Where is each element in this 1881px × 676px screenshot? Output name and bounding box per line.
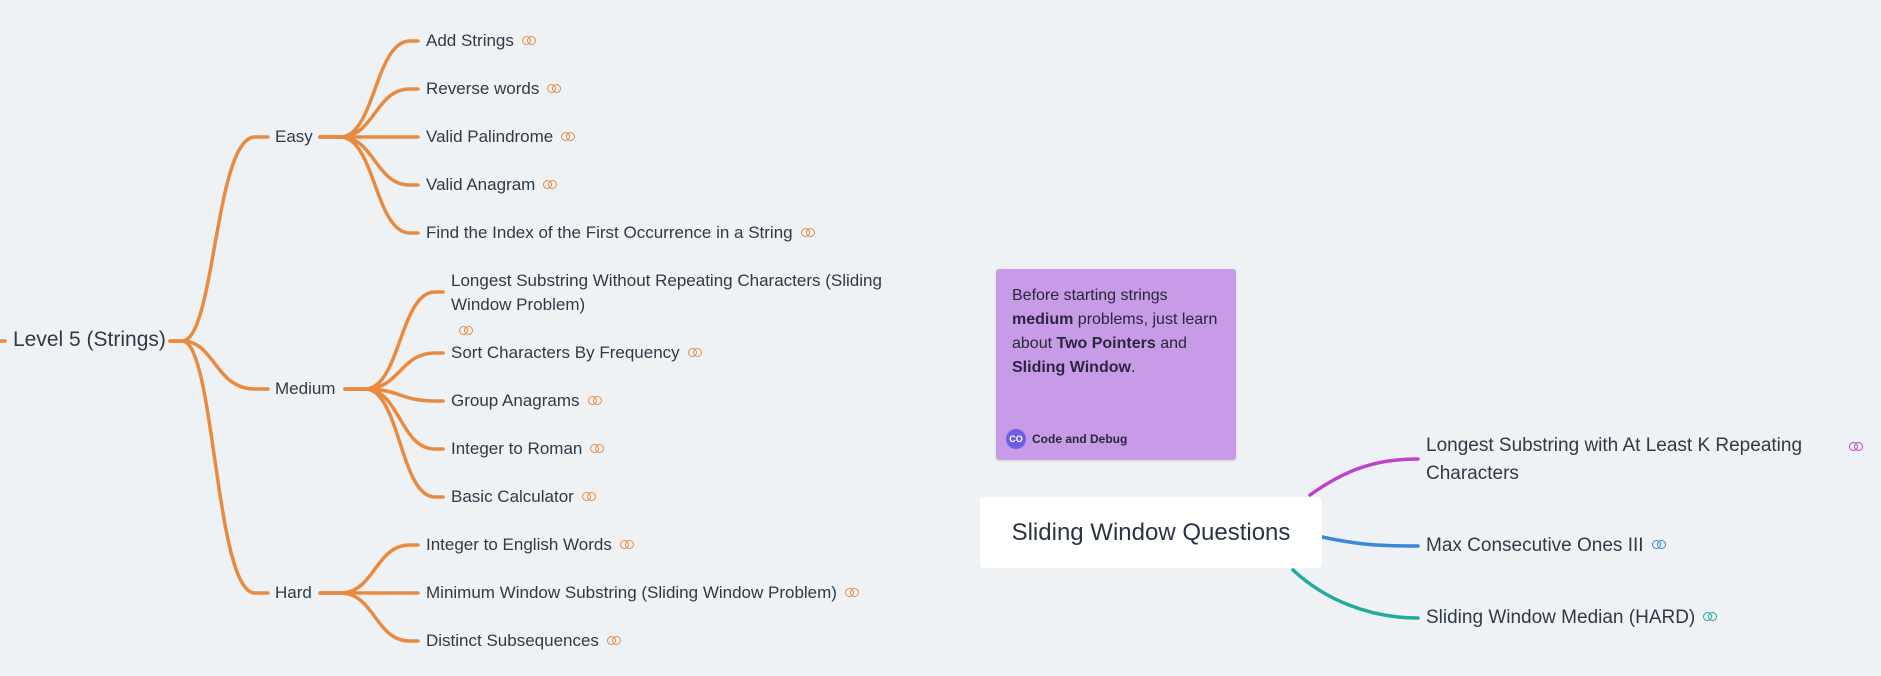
edge-root-easy [168, 135, 270, 343]
topic-label: Basic Calculator [451, 487, 574, 506]
note-text-bold: medium [1012, 311, 1074, 328]
category-label: Easy [275, 127, 313, 146]
note-text-part: Before starting strings [1012, 287, 1168, 304]
note-text-part: . [1130, 359, 1136, 376]
topic-label: Sort Characters By Frequency [451, 343, 680, 362]
link-icon[interactable] [590, 444, 605, 454]
central-topic-label: Sliding Window Questions [1011, 518, 1291, 546]
topic-label: Valid Palindrome [426, 127, 554, 146]
topic-label: Valid Anagram [426, 175, 536, 194]
edge-root-hard [168, 339, 270, 595]
topic-label: Find the Index of the First Occurrence i… [426, 223, 793, 242]
edge-easy-2 [318, 87, 420, 139]
edge-medium-1 [343, 290, 445, 391]
note-text-bold: Two Pointers [1056, 335, 1156, 352]
note-footer: CO Code and Debug [1006, 429, 1127, 449]
edge-sw-2 [1320, 535, 1420, 548]
edge-easy-1 [318, 39, 420, 139]
link-icon[interactable] [687, 348, 702, 358]
note-text-part: and [1155, 335, 1187, 352]
category-node-easy[interactable]: Easy [275, 125, 313, 149]
category-label: Medium [275, 379, 336, 398]
topic-label: Distinct Subsequences [426, 631, 599, 650]
topic-node-minimum-window-substring[interactable]: Minimum Window Substring (Sliding Window… [426, 581, 859, 605]
link-icon[interactable] [1849, 442, 1863, 451]
central-topic-sliding-window[interactable]: Sliding Window Questions [980, 497, 1322, 568]
topic-label: Integer to Roman [451, 439, 583, 458]
topic-label: Integer to English Words [426, 535, 612, 554]
root-node-level5[interactable]: Level 5 (Strings) [13, 328, 166, 352]
topic-node-sort-characters[interactable]: Sort Characters By Frequency [451, 341, 702, 365]
edge-medium-4 [343, 387, 445, 451]
edge-medium-5 [343, 387, 445, 499]
topic-node-basic-calculator[interactable]: Basic Calculator [451, 485, 596, 509]
topic-node-distinct-subsequences[interactable]: Distinct Subsequences [426, 629, 621, 653]
link-icon[interactable] [1651, 540, 1666, 550]
topic-node-integer-to-english[interactable]: Integer to English Words [426, 533, 634, 557]
edge-medium-2 [343, 351, 445, 391]
topic-label: Add Strings [426, 31, 514, 50]
category-node-hard[interactable]: Hard [275, 581, 312, 605]
topic-node-group-anagrams[interactable]: Group Anagrams [451, 389, 602, 413]
topic-node-integer-to-roman[interactable]: Integer to Roman [451, 437, 605, 461]
link-icon[interactable] [581, 492, 596, 502]
category-label: Hard [275, 583, 312, 602]
topic-label: Max Consecutive Ones III [1426, 535, 1644, 556]
topic-node-valid-palindrome[interactable]: Valid Palindrome [426, 125, 576, 149]
topic-node-sliding-window-median[interactable]: Sliding Window Median (HARD) [1426, 604, 1718, 632]
topic-node-find-index[interactable]: Find the Index of the First Occurrence i… [426, 221, 815, 245]
avatar: CO [1006, 429, 1026, 449]
link-icon[interactable] [1703, 612, 1718, 622]
topic-label: Longest Substring Without Repeating Char… [451, 271, 882, 314]
topic-node-max-consecutive-ones[interactable]: Max Consecutive Ones III [1426, 532, 1666, 560]
link-icon[interactable] [521, 36, 536, 46]
link-icon[interactable] [619, 540, 634, 550]
edge-medium-3 [343, 387, 445, 403]
link-icon[interactable] [459, 326, 473, 335]
topic-label: Longest Substring with At Least K Repeat… [1426, 435, 1803, 484]
edge-sw-3 [1291, 568, 1420, 620]
topic-label: Minimum Window Substring (Sliding Window… [426, 583, 837, 602]
topic-node-reverse-words[interactable]: Reverse words [426, 77, 562, 101]
note-text-bold: Sliding Window [1012, 359, 1131, 376]
link-icon[interactable] [844, 588, 859, 598]
sticky-note[interactable]: Before starting strings medium problems,… [996, 269, 1236, 460]
note-text: Before starting strings medium problems,… [1012, 284, 1220, 380]
topic-label: Reverse words [426, 79, 540, 98]
link-icon[interactable] [800, 228, 815, 238]
root-node-label: Level 5 (Strings) [13, 328, 166, 351]
link-icon[interactable] [606, 636, 621, 646]
edge-hard-3 [318, 591, 420, 643]
topic-label: Group Anagrams [451, 391, 580, 410]
edge-easy-5 [318, 135, 420, 235]
topic-label: Sliding Window Median (HARD) [1426, 607, 1696, 628]
edge-sw-1 [1308, 457, 1420, 497]
topic-node-valid-anagram[interactable]: Valid Anagram [426, 173, 558, 197]
note-author: Code and Debug [1032, 432, 1128, 446]
link-icon[interactable] [547, 84, 562, 94]
link-icon[interactable] [561, 132, 576, 142]
edge-root-medium [168, 339, 270, 391]
note-text-part: problems, just learn about [1012, 311, 1218, 352]
link-icon[interactable] [587, 396, 602, 406]
edge-easy-4 [318, 135, 420, 187]
topic-node-longest-substring-k-repeating[interactable]: Longest Substring with At Least K Repeat… [1426, 432, 1866, 488]
category-node-medium[interactable]: Medium [275, 377, 335, 401]
link-icon[interactable] [543, 180, 558, 190]
edge-hard-1 [318, 543, 420, 595]
topic-node-add-strings[interactable]: Add Strings [426, 29, 536, 53]
topic-node-longest-substring[interactable]: Longest Substring Without Repeating Char… [451, 269, 911, 341]
